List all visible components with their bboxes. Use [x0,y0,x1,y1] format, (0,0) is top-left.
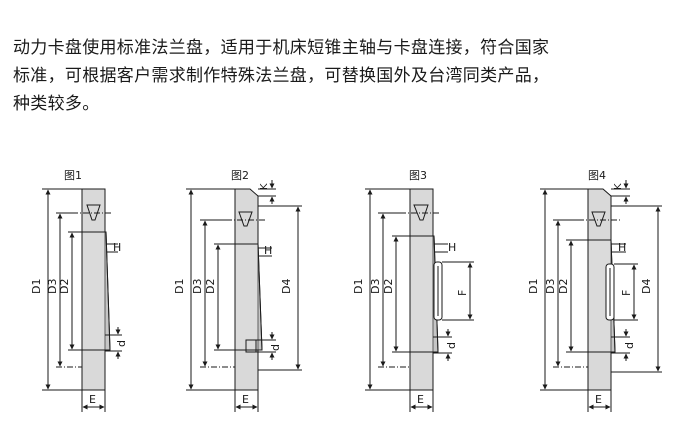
figure-1-d1-label: D1 [30,279,43,294]
figure-4-d-label: d [623,342,636,349]
figure-3-d2-label: D2 [382,279,395,294]
figure-2-d-label: d [269,344,282,351]
figure-1-h-label: H [113,241,121,254]
figure-4-e-label: E [595,393,602,406]
figure-4-k-label: K [613,183,624,190]
figure-2-pin-hole [245,339,257,353]
figure-1-bore-hatch [81,231,111,351]
figure-4-f-label: F [620,290,633,296]
figure-4: 图4 K D1 D3 D2 H [527,169,662,412]
figure-2-h-label: H [264,244,272,257]
figure-1-bolt-hole [86,204,101,221]
figure-4-d3-label: D3 [544,279,557,294]
description-line-3: 种类较多。 [13,94,100,114]
figure-3-h-label: H [448,241,456,254]
figure-3: 图3 D1 D3 D2 H F [352,169,474,412]
figure-3-d3-label: D3 [369,279,382,294]
figure-3-d-label: d [445,342,458,349]
figure-2-title: 图2 [231,169,249,182]
figure-2-d4-label: D4 [280,279,293,294]
figure-3-title: 图3 [409,169,427,182]
figure-3-f-label: F [456,290,469,296]
figure-1: 图1 D1 D3 D2 H d [30,169,128,412]
figure-2-d1-label: D1 [173,279,186,294]
figure-2-bolt-hole [238,211,253,227]
figure-4-d4-label: D4 [640,279,653,294]
figure-2-bore-hatch [234,243,263,351]
figure-2-k-label: K [259,183,270,190]
figure-1-d-label: d [115,340,128,347]
figure-2-e-label: E [242,393,249,406]
description-line-1: 动力卡盘使用标准法兰盘，适用于机床短锥主轴与卡盘连接，符合国家 [13,38,550,58]
figure-2-d2-label: D2 [204,279,217,294]
figure-3-d1-label: D1 [352,279,365,294]
figure-4-d1-label: D1 [527,279,540,294]
figure-4-bolt-hole [591,211,606,227]
figure-4-h-label: H [618,241,626,254]
description-line-2: 标准，可根据客户需求制作特殊法兰盘，可替换国外及台湾同类产品， [13,66,550,86]
figure-1-d3-label: D3 [46,279,59,294]
figure-1-title: 图1 [64,169,82,182]
figure-4-title: 图4 [588,169,606,182]
figure-2: 图2 K D1 D3 D2 H [173,169,302,412]
description-text: 动力卡盘使用标准法兰盘，适用于机床短锥主轴与卡盘连接，符合国家 标准，可根据客户… [13,34,683,118]
figure-1-d2-label: D2 [58,279,71,294]
figure-3-bolt-hole [413,204,429,221]
figure-4-d2-label: D2 [557,279,570,294]
figure-3-e-label: E [417,393,424,406]
figure-1-e-label: E [89,393,96,406]
figure-2-d3-label: D3 [191,279,204,294]
figure-3-bore-hatch [409,235,439,353]
